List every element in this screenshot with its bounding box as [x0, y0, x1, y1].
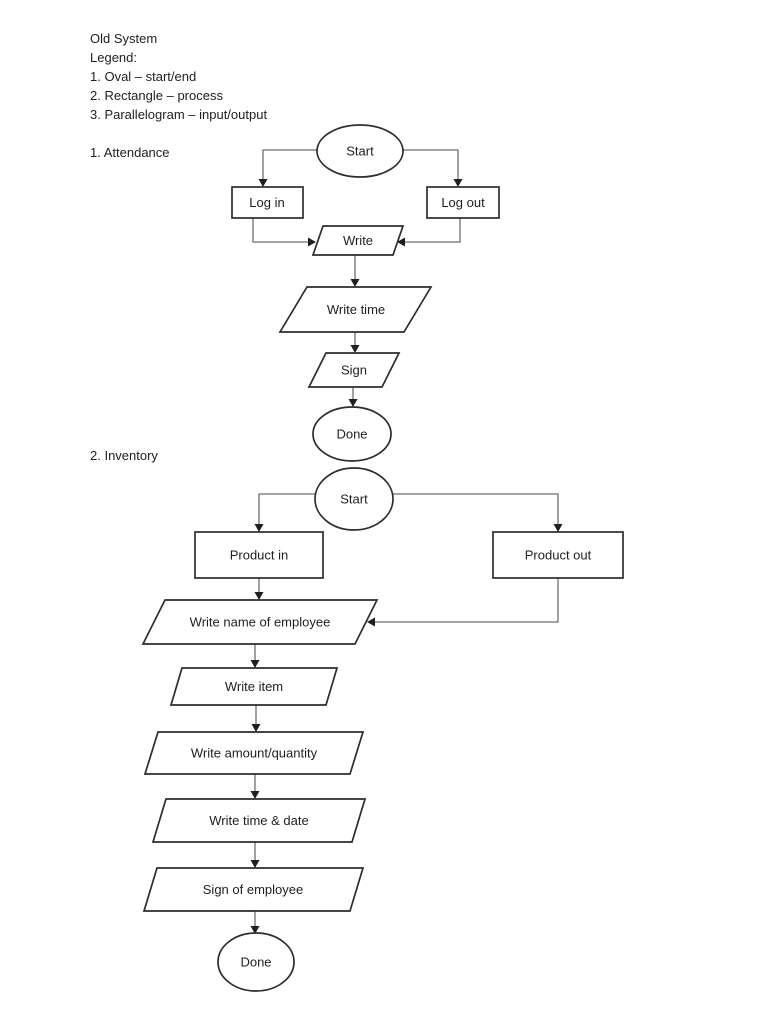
connector-login-write [252, 218, 308, 243]
arrowhead-to-done-inv [250, 926, 260, 934]
connector-start-productin [258, 493, 316, 524]
doc-title: Old System [90, 31, 157, 46]
inventory-done-oval [217, 932, 295, 992]
arrowhead-to-writename-top [254, 592, 264, 600]
legend-item-para: 3. Parallelogram – input/output [90, 107, 267, 122]
arrowhead-to-signemployee [250, 860, 260, 868]
legend-item-rect: 2. Rectangle – process [90, 88, 223, 103]
inventory-section-label: 2. Inventory [90, 448, 158, 463]
inventory-writeamount-label: Write amount/quantity [191, 746, 318, 761]
inventory-writeamount-parallelogram [143, 731, 365, 775]
attendance-done-label: Done [336, 427, 367, 442]
attendance-done-oval [312, 406, 392, 462]
attendance-writetime-parallelogram [278, 286, 433, 333]
attendance-start-label: Start [346, 144, 374, 159]
connector-productout-writename [375, 578, 559, 623]
inventory-productin-rect [194, 531, 324, 579]
legend-item-oval: 1. Oval – start/end [90, 69, 196, 84]
inventory-signemployee-label: Sign of employee [203, 882, 303, 897]
inventory-productout-rect [492, 531, 624, 579]
attendance-login-label: Log in [249, 195, 284, 210]
connector-start-productout [393, 493, 559, 524]
arrowhead-to-productin [254, 524, 264, 532]
inventory-writeitem-label: Write item [225, 679, 283, 694]
attendance-write-parallelogram [311, 225, 405, 256]
inventory-done-label: Done [240, 955, 271, 970]
attendance-sign-parallelogram [307, 352, 401, 388]
legend-title: Legend: [90, 50, 137, 65]
inventory-start-label: Start [340, 492, 368, 507]
inventory-signemployee-parallelogram [142, 867, 365, 912]
arrowhead-to-write-left [308, 237, 316, 247]
connector-start-logout [403, 149, 459, 179]
inventory-writetimedate-parallelogram [151, 798, 367, 843]
arrowhead-to-done-att [348, 399, 358, 407]
inventory-productout-label: Product out [525, 548, 592, 563]
arrowhead-to-writename-right [367, 617, 375, 627]
inventory-writename-label: Write name of employee [190, 615, 331, 630]
inventory-start-oval [314, 467, 394, 531]
attendance-write-label: Write [343, 233, 373, 248]
inventory-writename-parallelogram [141, 599, 379, 645]
arrowhead-to-writeitem [250, 660, 260, 668]
connector-start-login [262, 149, 318, 179]
arrowhead-to-writeamount [251, 724, 261, 732]
attendance-logout-label: Log out [441, 195, 485, 210]
document-header: Old System Legend: 1. Oval – start/end 2… [90, 31, 267, 122]
attendance-logout-rect [426, 186, 500, 219]
attendance-flowchart: 1. Attendance Start Log in Log out Write… [90, 124, 500, 462]
arrowhead-to-login [258, 179, 268, 187]
arrowhead-to-writetime [350, 279, 360, 287]
connector-logout-write [405, 218, 461, 243]
attendance-sign-label: Sign [341, 363, 367, 378]
arrowhead-to-sign [350, 345, 360, 353]
arrowhead-to-logout [453, 179, 463, 187]
inventory-writeitem-parallelogram [169, 667, 339, 706]
attendance-login-rect [231, 186, 304, 219]
inventory-productin-label: Product in [230, 548, 289, 563]
attendance-start-oval [316, 124, 404, 178]
inventory-writetimedate-label: Write time & date [209, 813, 308, 828]
attendance-writetime-label: Write time [327, 302, 385, 317]
arrowhead-to-writetimedate [250, 791, 260, 799]
attendance-section-label: 1. Attendance [90, 145, 170, 160]
arrowhead-to-write-right [397, 237, 405, 247]
inventory-flowchart: 2. Inventory Start Product in [90, 448, 624, 992]
arrowhead-to-productout [553, 524, 563, 532]
